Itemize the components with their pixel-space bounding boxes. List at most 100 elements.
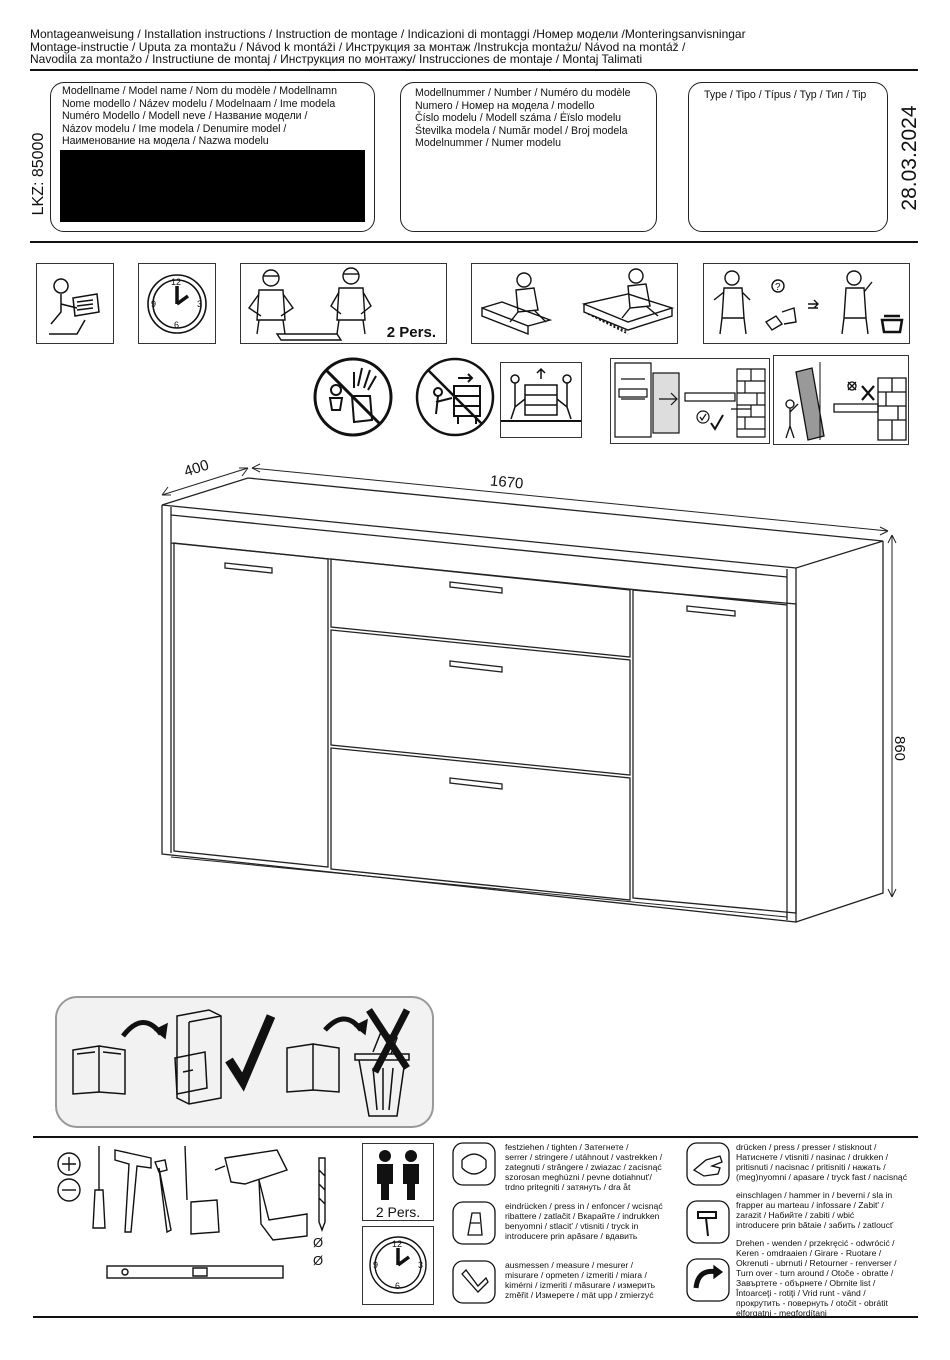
title-line-1: Montageanweisung / Installation instruct… — [30, 27, 746, 41]
model-number-label: Numero / Номер на модела / modello — [415, 99, 595, 112]
tighten-text: festziehen / tighten / Затегнете / — [505, 1142, 629, 1152]
press-text: (meg)nyomni / apasare / tryck fast / nac… — [736, 1172, 907, 1182]
drill-icon — [214, 1149, 308, 1241]
tip-over-warning-icon — [773, 355, 909, 445]
diameter-symbol: Ø — [313, 1253, 324, 1268]
model-number-label: Modellnummer / Number / Numéro du modèle — [415, 87, 631, 99]
hammer-in-text: introducere prin bătaie / забить / zatlo… — [736, 1220, 894, 1230]
model-number-box: Modellnummer / Number / Numéro du modèle… — [400, 82, 657, 232]
tape-measure-icon — [452, 1260, 496, 1304]
keep-instructions-panel — [55, 996, 434, 1128]
turn-over-text: elforgatni - megfordítani — [736, 1308, 827, 1318]
model-number-label: Številka modela / Număr model / Broj mod… — [415, 124, 628, 137]
two-persons-tile: 2 Pers. — [240, 263, 447, 344]
tighten-text: trdno pritegniti / затянуть / dra åt — [505, 1182, 631, 1192]
width-label: 1670 — [489, 472, 525, 493]
awl-icon — [154, 1159, 172, 1234]
svg-text:6: 6 — [174, 320, 179, 330]
model-number-label: Číslo modelu / Modell száma / Ėïslo mode… — [415, 112, 622, 124]
turn-over-text: Turn over - turn around / Otoče - obratt… — [736, 1268, 894, 1278]
tools-illustration — [57, 1145, 326, 1279]
clock-icon-small: 12 3 6 9 — [362, 1226, 434, 1305]
screwdriver-icon — [92, 1146, 106, 1229]
lift-furniture-icon — [500, 362, 582, 438]
open-book-icon — [72, 1045, 126, 1095]
svg-text:6: 6 — [395, 1281, 400, 1291]
svg-text:3: 3 — [418, 1260, 423, 1270]
diameter-symbol: Ø — [313, 1235, 324, 1250]
measure-text: změřit / Измерете / mät upp / zmierzyć — [505, 1290, 654, 1300]
drawer-handle — [449, 660, 503, 673]
svg-text:?: ? — [775, 282, 781, 293]
height-label: 860 — [891, 735, 909, 762]
press-in-text: benyomni / stlacit' / vtisniti / tryck i… — [505, 1221, 639, 1231]
svg-text:9: 9 — [373, 1260, 378, 1270]
model-number-label: Modelnummer / Numer modelu — [415, 137, 562, 149]
door-handle — [686, 605, 736, 617]
svg-text:3: 3 — [197, 299, 202, 309]
svg-text:12: 12 — [171, 277, 181, 287]
two-persons-box: 2 Pers. — [362, 1143, 434, 1221]
read-instructions-icon — [36, 263, 114, 344]
model-name-label: Nome modello / Název modelu / Modelnaam … — [62, 97, 336, 110]
svg-text:12: 12 — [392, 1239, 402, 1249]
model-name-redacted — [60, 150, 365, 222]
turn-over-text: Întoarceţi - rotiţi / Vrid runt - vänd / — [736, 1288, 866, 1298]
hammer-in-text: zarazit / Набийте / zabiti / wbić — [736, 1210, 855, 1220]
measure-text: ausmessen / measure / mesurer / — [505, 1260, 633, 1270]
trash-bin-icon — [354, 1031, 410, 1117]
drill-bit-icon — [318, 1157, 326, 1232]
header-rule — [30, 69, 918, 71]
turn-over-text: прокрутить - повернуть / otočit - obráti… — [736, 1298, 888, 1308]
turn-over-text: Drehen - wenden / przekręcić - odwrócić … — [736, 1238, 895, 1248]
phillips-screw-icon — [57, 1152, 81, 1176]
model-name-label: Modellname / Model name / Nom du modèle … — [62, 85, 337, 97]
flat-screw-icon — [57, 1178, 81, 1202]
tools-top-rule — [33, 1136, 918, 1138]
tighten-icon — [452, 1142, 496, 1186]
hammer-in-text: einschlagen / hammer in / beverni / sla … — [736, 1190, 893, 1200]
turn-over-icon — [686, 1258, 730, 1302]
date-wrap: 28.03.2024 — [890, 90, 930, 230]
two-persons-icon — [377, 1150, 419, 1200]
work-on-soft-surface-icon — [471, 263, 678, 344]
door-handle — [224, 562, 273, 574]
depth-dimension-line — [161, 467, 249, 496]
hand-press-icon — [686, 1142, 730, 1186]
title-line-2: Montage-instructie / Uputa za montažu / … — [30, 40, 686, 54]
hammer-in-text: frapper au marteau / infossare / Zabit' … — [736, 1200, 884, 1210]
call-support-icon: ? — [703, 263, 910, 344]
tighten-text: zategnuti / strângere / zwiazac / zacisn… — [505, 1162, 662, 1172]
measure-text: misurare / opmeten / izmeriti / miara / — [505, 1270, 647, 1280]
two-persons-box-label: 2 Pers. — [375, 1204, 421, 1220]
press-in-text: ribattere / zatlačit / Вкарайте / indruk… — [505, 1211, 660, 1221]
turn-over-text: Завъртете - обърнете / Obrnite list / — [736, 1278, 876, 1288]
open-book-icon-2 — [286, 1043, 340, 1093]
no-children-icon — [312, 356, 394, 438]
wall-mounting-icon — [610, 358, 770, 444]
press-in-text: eindrücken / press in / enfoncer / wcisn… — [505, 1201, 663, 1211]
drawer-handle — [449, 777, 503, 790]
press-text: Натиснете / vtisniti / nasinac / drukken… — [736, 1152, 889, 1162]
title-line-3: Navodila za montažo / Instructiune de mo… — [30, 52, 643, 66]
hammer-icon — [114, 1149, 152, 1233]
glue-icon — [184, 1145, 220, 1235]
type-box: Type / Tipo / Típus / Typ / Тип / Tip — [688, 82, 888, 232]
sideboard-drawing — [161, 463, 897, 923]
svg-text:9: 9 — [151, 299, 156, 309]
measure-text: kimérni / izmeriti / măsurare / измерить — [505, 1280, 656, 1290]
press-in-text: introducere prin apăsare / вдавить — [505, 1231, 638, 1241]
spirit-level-icon — [106, 1265, 284, 1279]
model-name-label: Numéro Modello / Modell neve / Название … — [62, 110, 308, 122]
info-rule — [30, 241, 918, 243]
model-name-box: Modellname / Model name / Nom du modèle … — [50, 82, 375, 232]
press-in-icon — [452, 1201, 496, 1245]
width-dimension-line — [251, 467, 889, 532]
hammer-in-icon — [686, 1200, 730, 1244]
tighten-text: szorosan meghúzni / pevne dotiahnut'/ — [505, 1172, 652, 1182]
model-name-label: Наименование на модела / Nazwa modelu — [62, 135, 269, 147]
filing-cabinet-icon — [174, 1009, 222, 1105]
clock-icon: 12 3 6 9 — [138, 263, 216, 344]
press-text: drücken / press / presser / stisknout / — [736, 1142, 877, 1152]
lkz-label: LKZ: 85000 — [30, 132, 47, 216]
